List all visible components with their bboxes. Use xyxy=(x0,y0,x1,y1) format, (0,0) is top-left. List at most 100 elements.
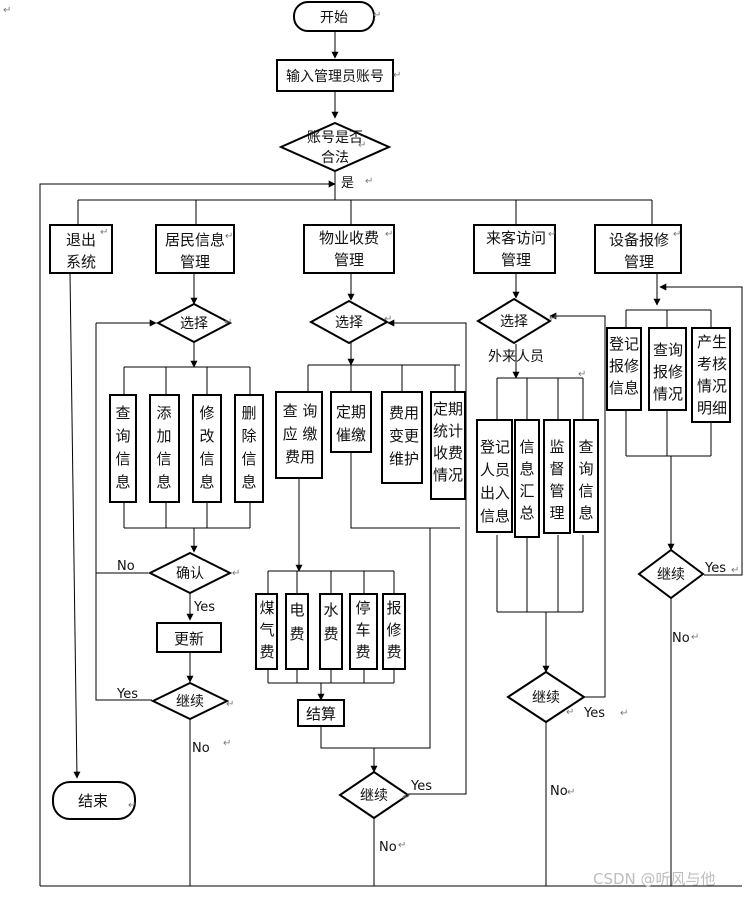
return-mark-icon: ↵ xyxy=(402,792,410,803)
start-node xyxy=(293,1,375,32)
repair-node xyxy=(594,224,682,274)
rep-continue-node xyxy=(637,548,705,600)
return-mark-icon: ↵ xyxy=(578,369,586,380)
return-mark-icon: ↵ xyxy=(566,707,574,718)
vis-yes-loop-arrow xyxy=(549,312,606,698)
res-continue-node-text: 继续 xyxy=(176,693,204,710)
vis-query-node-text: 息 xyxy=(578,504,593,522)
fee-stats-node-text: 统计 xyxy=(433,422,463,440)
resident-info-node xyxy=(155,224,235,274)
check-account-node xyxy=(278,121,392,173)
rep-query-node-text: 情况 xyxy=(653,385,683,403)
res-modify-node-text: 修 xyxy=(199,404,214,422)
rep-query-node-text: 查询 xyxy=(653,341,683,359)
input-admin-node-text: 输入管理员账号 xyxy=(286,69,384,85)
vis-query-node-text: 信 xyxy=(578,482,593,500)
res-select-node xyxy=(155,302,233,344)
rep-register-node-text: 信息 xyxy=(609,379,639,397)
fee-stats-node-text: 定期 xyxy=(433,400,463,418)
return-mark-icon: ↵ xyxy=(384,314,392,325)
fee-settle-to-right-line xyxy=(320,528,431,749)
res-query-node-text: 信 xyxy=(115,450,130,468)
vis-register-node-text: 信息 xyxy=(480,507,510,525)
rep-register-node xyxy=(606,327,642,411)
end-node-text: 结束 xyxy=(78,792,108,810)
fee-remind-node xyxy=(330,391,372,453)
return-mark-icon: ↵ xyxy=(673,229,681,240)
res-update-node-text: 更新 xyxy=(174,630,204,648)
repair-node-text: 设备报修 xyxy=(609,231,669,249)
fee-parking-node-text: 停 xyxy=(355,599,370,617)
vis-query-node-text: 查 xyxy=(578,438,593,456)
vis-summary-node-text: 信 xyxy=(519,438,534,456)
fee-settle-node xyxy=(297,699,345,727)
res-add-node-text: 信 xyxy=(156,450,171,468)
fee-gas-node-text: 气 xyxy=(259,621,274,639)
rep-query-node-text: 报修 xyxy=(653,363,683,381)
vis-summary-node-text: 总 xyxy=(519,504,534,522)
repair-node-text: 管理 xyxy=(624,253,654,271)
return-mark-icon: ↵ xyxy=(100,227,108,238)
rep-review-node-text: 情况 xyxy=(697,377,727,395)
return-mark-icon: ↵ xyxy=(223,738,231,749)
vis-select-node-text: 选择 xyxy=(500,314,528,330)
visitor-node-text: 来客访问 xyxy=(486,229,546,247)
vis-continue-node xyxy=(506,670,586,724)
vis-outsider-label: 外来人员 xyxy=(488,349,544,365)
fee-change-node-text: 变更 xyxy=(389,427,419,445)
vis-supervise-node xyxy=(543,419,571,534)
fee-yes-label: Yes xyxy=(410,779,432,794)
exit-system-node xyxy=(49,224,113,274)
visitor-node-text: 管理 xyxy=(501,251,531,269)
return-mark-icon: ↵ xyxy=(731,565,739,576)
fee-gas-node xyxy=(255,593,278,670)
vis-summary-node-text: 息 xyxy=(519,460,534,478)
res-modify-node xyxy=(192,394,222,503)
res-loop-line xyxy=(95,323,152,701)
res-no-label: No xyxy=(117,559,135,574)
fee-repair-node-text: 费 xyxy=(386,643,401,661)
fee-change-node-text: 维护 xyxy=(389,450,419,468)
fee-query-due-node-text: 费用 xyxy=(285,448,315,466)
resident-info-node-text: 居民信息 xyxy=(165,231,225,249)
res-query-node-text: 询 xyxy=(115,427,130,445)
fee-query-due-node-text: 查 询 xyxy=(283,402,318,420)
exit-to-end-arrow xyxy=(69,272,81,779)
res-modify-node-text: 息 xyxy=(199,473,214,491)
res-modify-node-text: 改 xyxy=(199,427,214,445)
return-mark-icon: ↵ xyxy=(365,176,373,187)
fee-parking-node xyxy=(349,593,378,670)
vis-register-node xyxy=(476,419,513,533)
vis-supervise-node-text: 监 xyxy=(549,438,564,456)
check-account-node-text: 合法 xyxy=(321,150,349,166)
return-mark-icon: ↵ xyxy=(385,229,393,240)
property-fee-node xyxy=(303,224,395,274)
return-mark-icon: ↵ xyxy=(358,140,366,151)
res-update-node xyxy=(156,622,222,653)
return-mark-icon: ↵ xyxy=(620,708,628,719)
return-mark-icon: ↵ xyxy=(373,10,381,21)
res-confirm-node xyxy=(147,551,233,595)
vis-query-node xyxy=(573,419,599,533)
fee-yes-loop-arrow xyxy=(387,319,467,795)
vis-no-label: No xyxy=(550,784,568,799)
fee-stats-node-text: 情况 xyxy=(433,466,463,484)
vis-register-node-text: 登记 xyxy=(480,438,510,456)
fee-repair-node-text: 修 xyxy=(386,621,401,639)
rep-query-node xyxy=(648,327,687,411)
rep-yes-label: Yes xyxy=(704,561,726,576)
property-fee-node-text: 物业收费 xyxy=(319,229,379,247)
res-delete-node-text: 信 xyxy=(241,450,256,468)
res-delete-node-text: 删 xyxy=(241,404,256,422)
res-query-node-text: 息 xyxy=(115,473,130,491)
resident-info-node-text: 管理 xyxy=(180,253,210,271)
fee-no-label: No xyxy=(379,840,397,855)
fee-remind-node-text: 催缴 xyxy=(336,426,366,444)
vis-supervise-node-text: 督 xyxy=(549,460,564,478)
fee-repair-node-text: 报 xyxy=(386,599,401,617)
fee-change-node-text: 费用 xyxy=(389,404,419,422)
fee-stats-node xyxy=(430,391,466,500)
return-mark-icon: ↵ xyxy=(232,568,240,579)
